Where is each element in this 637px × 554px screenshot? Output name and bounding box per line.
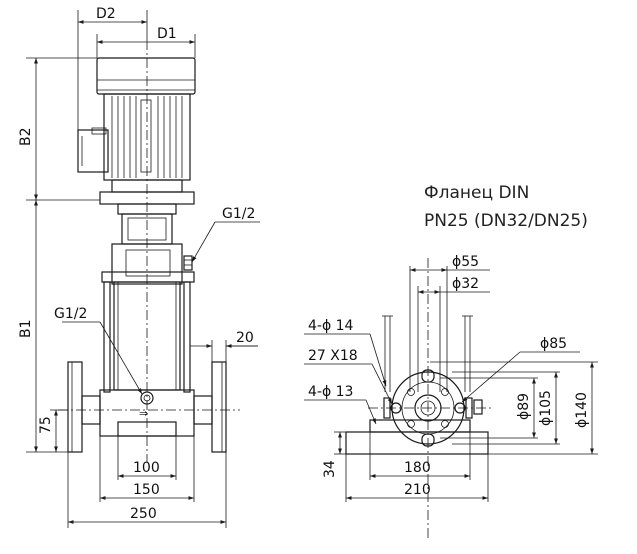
dim-b2: B2 — [18, 127, 34, 146]
inlet-flange — [67, 361, 83, 453]
vent-plug — [183, 255, 193, 271]
dim-20: 20 — [236, 330, 254, 346]
label-g12-top: G1/2 — [222, 206, 255, 222]
motor-cap — [96, 57, 196, 95]
flange-title-line2: PN25 (DN32/DN25) — [424, 211, 588, 231]
dim-d32: ϕ32 — [452, 276, 479, 292]
dim-100: 100 — [133, 460, 160, 476]
dim-180: 180 — [404, 460, 431, 476]
dim-d105: ϕ105 — [538, 390, 554, 426]
label-slot: 27 X18 — [308, 348, 358, 364]
flow-arrow: ⇒ — [139, 407, 148, 420]
label-g12-side: G1/2 — [54, 306, 87, 322]
dim-d55: ϕ55 — [452, 254, 479, 270]
dim-d140: ϕ140 — [574, 392, 590, 428]
outlet-flange — [211, 361, 227, 453]
dim-150: 150 — [133, 482, 160, 498]
flange-title-line1: Фланец DIN — [424, 183, 529, 203]
label-holes13: 4-ϕ 13 — [308, 384, 353, 400]
label-holes14: 4-ϕ 14 — [308, 318, 354, 334]
pump-front-view: ⇒ — [58, 40, 240, 462]
dim-b1: B1 — [18, 319, 34, 338]
base-plate — [345, 431, 489, 455]
dim-d1: D1 — [157, 26, 177, 42]
dim-210: 210 — [404, 482, 431, 498]
dim-d89: ϕ89 — [516, 393, 532, 420]
dim-d2: D2 — [96, 6, 116, 22]
dim-75: 75 — [38, 416, 54, 434]
name-plate — [125, 249, 171, 277]
flange-top-view — [345, 258, 492, 540]
front-dimensions — [26, 10, 260, 528]
dim-d85: ϕ85 — [540, 336, 567, 352]
dim-250: 250 — [130, 506, 157, 522]
flange-dimensions — [304, 268, 598, 502]
terminal-box — [77, 129, 109, 173]
dim-34: 34 — [322, 460, 338, 478]
